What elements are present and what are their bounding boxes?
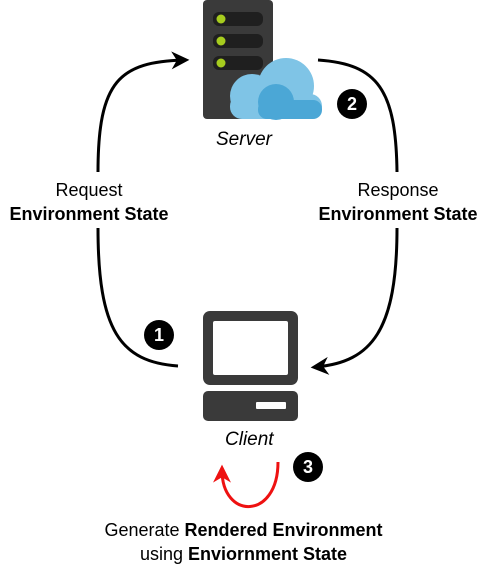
- response-arrow-upper: [317, 58, 399, 173]
- render-edge-label: Generate Rendered Environment using Envi…: [0, 518, 487, 566]
- step-badge-2: 2: [337, 89, 367, 119]
- request-label-line2: Environment State: [9, 204, 169, 224]
- step-badge-3: 3: [293, 452, 323, 482]
- step-badge-1: 1: [144, 320, 174, 350]
- render-loop-arrow: [213, 461, 280, 508]
- response-label-line2: Environment State: [318, 204, 478, 224]
- response-arrow-lower: [310, 227, 399, 375]
- request-edge-label: Request Environment State: [0, 178, 178, 226]
- request-arrow-upper: [96, 51, 190, 173]
- response-label-line1: Response: [357, 180, 439, 200]
- client-label: Client: [225, 429, 274, 450]
- request-arrow-lower: [96, 227, 179, 368]
- request-label-line1: Request: [55, 180, 123, 200]
- server-label: Server: [216, 129, 272, 150]
- render-label-line2: using Enviornment State: [139, 544, 348, 564]
- cloud-icon: [230, 58, 322, 120]
- render-label-line1: Generate Rendered Environment: [104, 520, 383, 540]
- client-computer-icon: [203, 311, 298, 421]
- response-edge-label: Response Environment State: [309, 178, 487, 226]
